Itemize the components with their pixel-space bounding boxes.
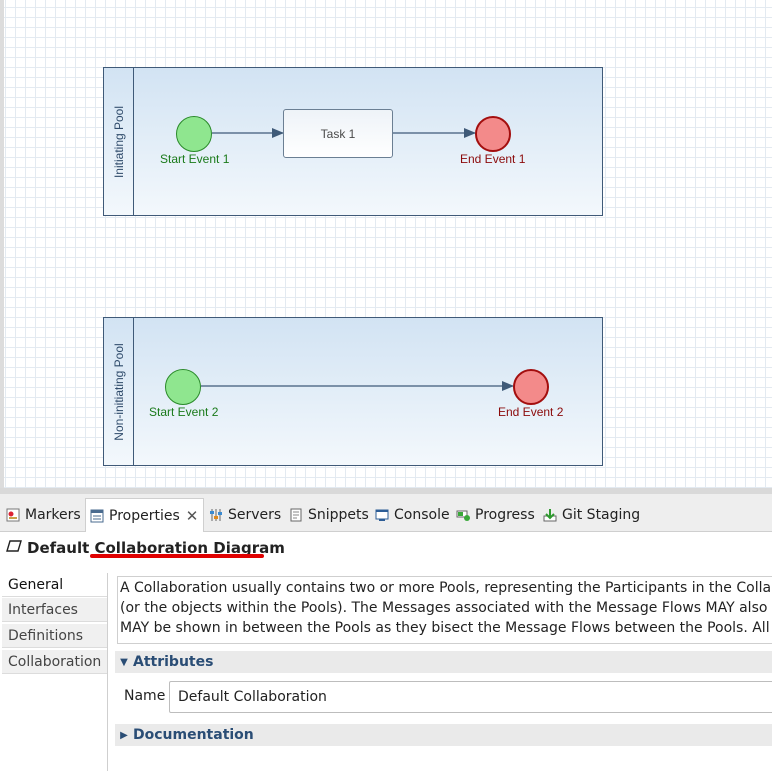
name-label: Name [124, 688, 166, 704]
documentation-label: Documentation [133, 727, 254, 743]
panel-splitter[interactable] [0, 488, 772, 494]
attributes-section-header[interactable]: ▼ Attributes [115, 651, 772, 673]
tab-label: Git Staging [562, 507, 641, 523]
tab-properties[interactable]: Properties ✕ [85, 498, 204, 532]
servers-icon [209, 508, 223, 522]
tab-label: Markers [25, 507, 81, 523]
end-event-1[interactable] [475, 116, 511, 152]
name-input[interactable] [169, 681, 772, 713]
tab-snippets[interactable]: Snippets [285, 498, 373, 532]
side-tab-general[interactable]: General [2, 573, 107, 597]
pool-label-strip[interactable]: Non-initiating Pool [104, 318, 134, 465]
diagram-canvas[interactable]: Initiating Pool Non-initiating Pool Star… [0, 0, 772, 488]
tab-label: Progress [475, 507, 535, 523]
canvas-ruler [0, 0, 4, 488]
view-tab-bar: Markers Properties ✕ Servers Snippets Co… [0, 494, 772, 532]
side-tab-collaboration[interactable]: Collaboration [2, 650, 107, 674]
tab-label: Properties [109, 507, 180, 524]
end-event-1-label: End Event 1 [460, 152, 526, 166]
chevron-down-icon: ▼ [120, 656, 128, 668]
close-icon[interactable]: ✕ [185, 506, 199, 525]
description-line: (or the objects within the Pools). The M… [120, 600, 768, 616]
progress-icon [456, 508, 470, 522]
tab-progress[interactable]: Progress [452, 498, 539, 532]
task-1[interactable]: Task 1 [283, 109, 393, 158]
start-event-1[interactable] [176, 116, 212, 152]
description-text[interactable]: A Collaboration usually contains two or … [117, 576, 772, 644]
title-highlight-underline [90, 554, 264, 558]
description-line: MAY be shown in between the Pools as the… [120, 620, 770, 636]
tab-markers[interactable]: Markers [2, 498, 85, 532]
side-tab-interfaces[interactable]: Interfaces [2, 598, 107, 622]
chevron-right-icon: ▶ [120, 729, 128, 741]
documentation-section-header[interactable]: ▶ Documentation [115, 724, 772, 746]
description-line: A Collaboration usually contains two or … [120, 580, 772, 596]
markers-icon [6, 508, 20, 522]
tab-label: Servers [228, 507, 282, 523]
git-staging-icon [543, 508, 557, 522]
tab-git-staging[interactable]: Git Staging [539, 498, 644, 532]
attributes-label: Attributes [133, 654, 214, 670]
end-event-2-label: End Event 2 [498, 405, 564, 419]
tab-label: Snippets [308, 507, 369, 523]
tab-label: Console [394, 507, 450, 523]
pool-label-strip[interactable]: Initiating Pool [104, 68, 134, 215]
tab-servers[interactable]: Servers [205, 498, 285, 532]
tab-console[interactable]: Console [371, 498, 454, 532]
task-1-label: Task 1 [320, 126, 356, 141]
properties-icon [90, 509, 104, 523]
sequence-flows [201, 128, 514, 391]
side-tab-definitions[interactable]: Definitions [2, 624, 107, 648]
start-event-2-label: Start Event 2 [149, 405, 219, 419]
end-event-2[interactable] [513, 369, 549, 405]
properties-title: Default Collaboration Diagram [6, 537, 285, 559]
start-event-2[interactable] [165, 369, 201, 405]
diagram-icon [6, 539, 22, 557]
properties-side-tabs: General Interfaces Definitions Collabora… [0, 573, 108, 771]
snippets-icon [289, 508, 303, 522]
console-icon [375, 508, 389, 522]
properties-title-text: Default Collaboration Diagram [27, 539, 285, 557]
start-event-1-label: Start Event 1 [160, 152, 230, 166]
